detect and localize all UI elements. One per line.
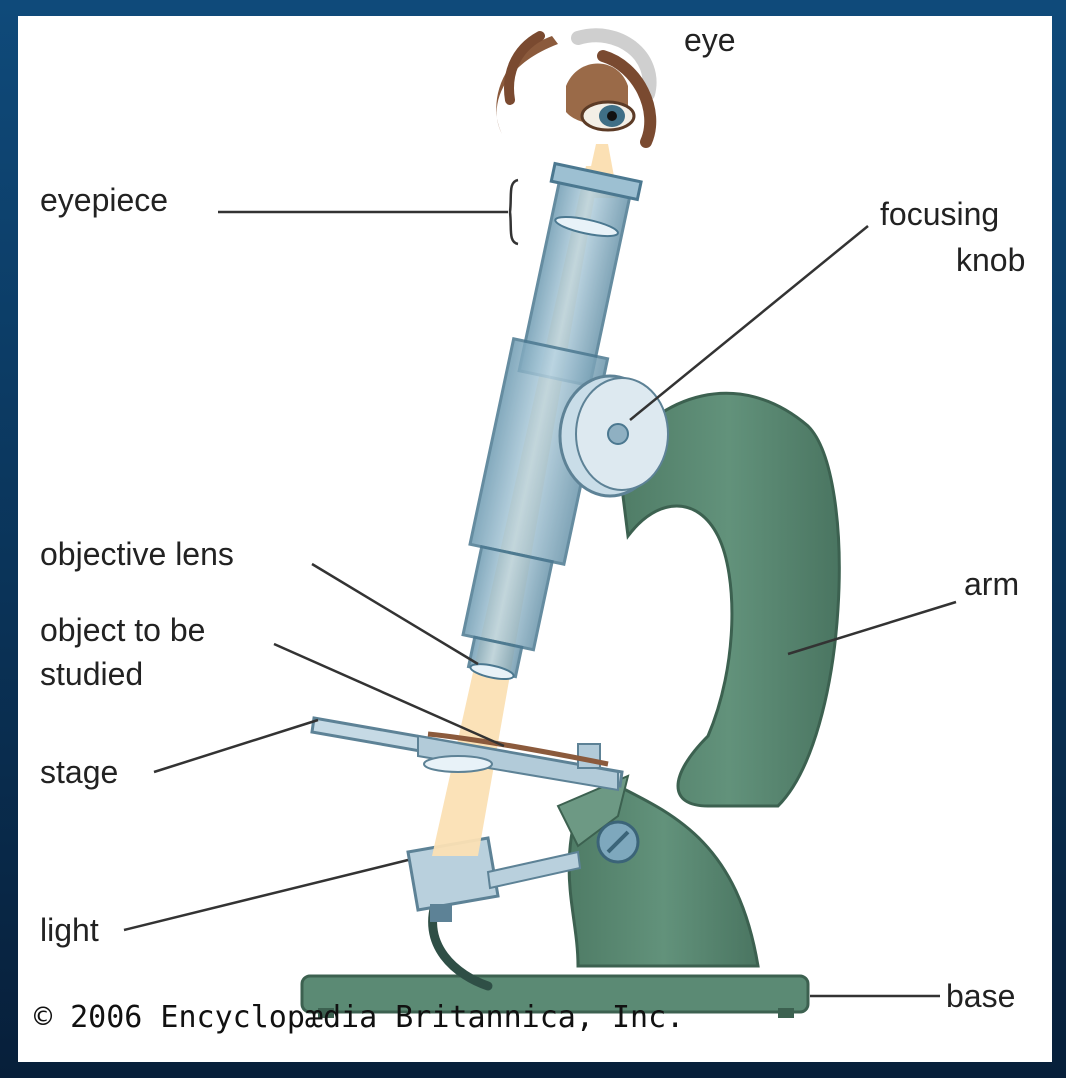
label-object-line1: object to be: [40, 612, 205, 649]
leader-focusing-knob: [630, 226, 868, 420]
copyright-notice: © 2006 Encyclopædia Britannica, Inc.: [34, 1000, 684, 1035]
label-stage: stage: [40, 754, 118, 791]
label-focusing-knob-line2: knob: [956, 242, 1025, 279]
focusing-knob-illustration: [560, 376, 668, 496]
eye-illustration: [496, 35, 650, 142]
leader-stage: [154, 720, 318, 772]
eyepiece-bracket: [510, 180, 518, 244]
label-objective-lens: objective lens: [40, 536, 234, 573]
label-light: light: [40, 912, 99, 949]
diagram-panel: eye eyepiece focusing knob objective len…: [18, 16, 1052, 1062]
label-eye: eye: [684, 22, 736, 59]
leader-objective-lens: [312, 564, 478, 664]
leader-light: [124, 860, 408, 930]
label-object-line2: studied: [40, 656, 143, 693]
label-focusing-knob-line1: focusing: [880, 196, 999, 233]
label-arm: arm: [964, 566, 1019, 603]
label-eyepiece: eyepiece: [40, 182, 168, 219]
label-base: base: [946, 978, 1015, 1015]
